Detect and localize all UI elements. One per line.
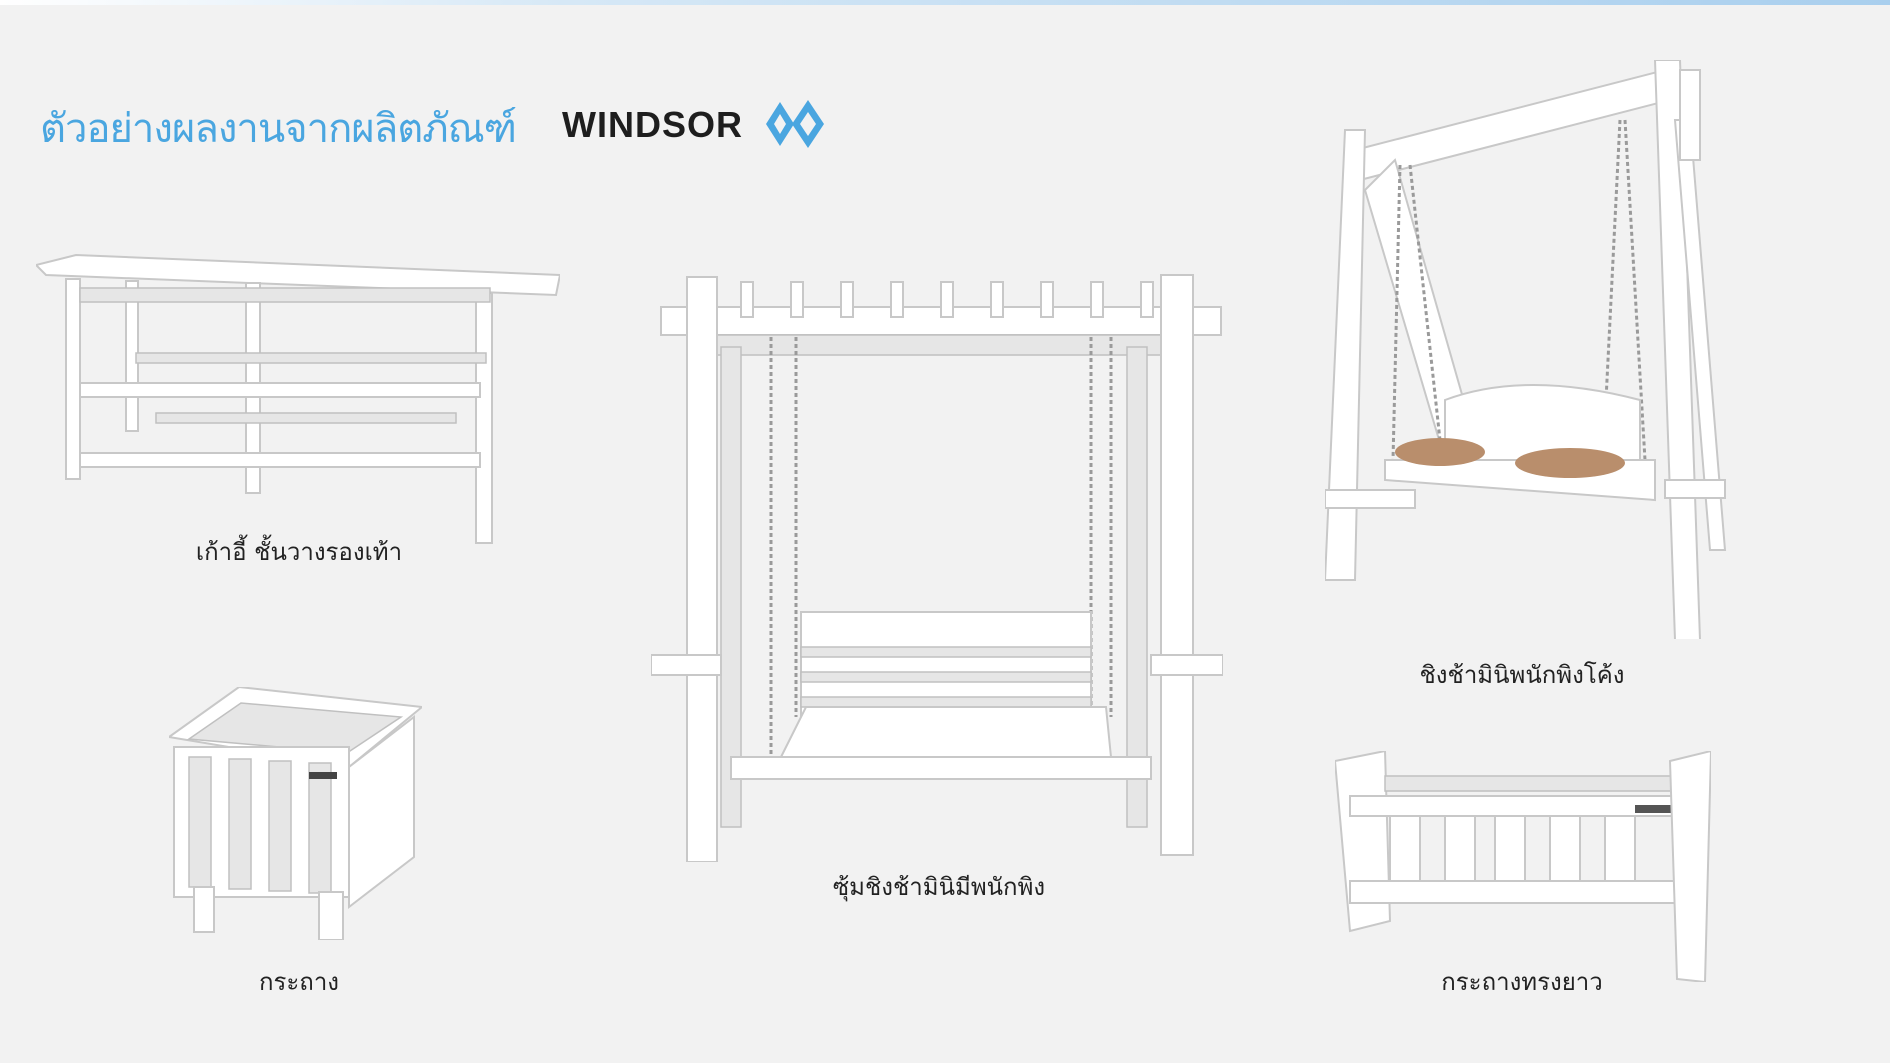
planter-box-image xyxy=(169,687,422,940)
product-caption-long-planter: กระถางทรงยาว xyxy=(1441,968,1603,996)
shoe-rack-bench-image xyxy=(36,253,560,544)
product-caption-shoe-rack-bench: เก้าอี้ ชั้นวางรองเท้า xyxy=(195,538,403,566)
windsor-logo-icon xyxy=(766,100,824,148)
long-planter-image xyxy=(1335,751,1711,982)
product-caption-pergola-swing: ซุ้มชิงช้ามินิมีพนักพิง xyxy=(832,873,1046,901)
brand-name: WINDSOR xyxy=(562,104,743,145)
pergola-swing-image xyxy=(651,274,1223,862)
curved-back-swing-image xyxy=(1325,60,1727,639)
product-caption-planter: กระถาง xyxy=(258,968,340,996)
top-accent-bar xyxy=(0,0,1890,5)
product-caption-curved-swing: ชิงช้ามินิพนักพิงโค้ง xyxy=(1419,661,1625,689)
page-title: ตัวอย่างผลงานจากผลิตภัณฑ์ xyxy=(40,106,517,152)
